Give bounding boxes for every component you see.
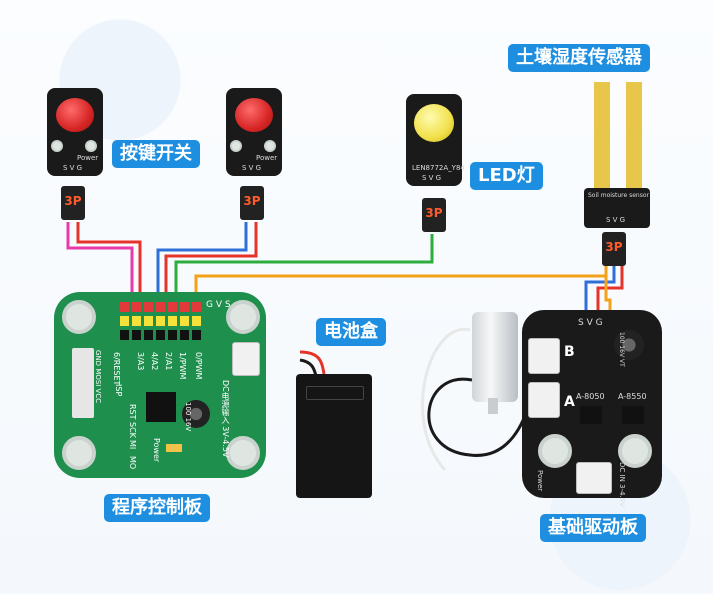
header-gvs: G V S [206,300,231,310]
wire-btn2-power [164,222,258,304]
isp-mo: MO [128,456,137,470]
mount-hole [62,300,96,334]
soil-sensor-text: Soil moisture sensor [588,192,650,199]
mount-hole [618,434,652,468]
pin-header [120,302,206,346]
pin-label: S V G [242,164,262,172]
drive-power-label: Power [536,470,544,492]
mount-hole [226,436,260,470]
dc-input-connector [232,342,260,376]
channel-b-connector [528,338,560,374]
wire-soil-blue [584,266,616,314]
isp-pads [72,348,94,418]
connector-3p-label: 3P [243,194,261,208]
wire-btn2-signal [156,222,248,304]
pin-label: S V G [606,216,626,224]
motor [472,312,518,402]
connector-3p-soil: 3P [602,232,626,266]
soil-sensor-module: Soil moisture sensor S V G [584,188,650,228]
button-module-2: Power S V G [226,88,282,176]
soil-probe-left [594,82,610,192]
red-button-2[interactable] [235,98,273,132]
pin-label-0pwm: 0/PWM [194,352,203,380]
drive-dc-connector [576,462,612,494]
wire-motor-white [421,327,471,472]
pin-label: S V G [422,174,442,182]
isp-label: ISP [114,384,123,397]
power-label: Power [152,438,161,463]
wire-soil-orange [194,266,608,304]
isp-rst: RST [128,404,137,420]
button-module-1: Power S V G [47,88,103,176]
pin-label-a2: 4/A2 [150,352,159,371]
wire-battery-red [299,350,326,375]
wire-motor-loop [427,377,532,457]
transistor-8550: A-8550 [618,392,647,401]
connector-3p-label: 3P [425,206,443,220]
mount-hole [230,140,242,152]
label-battery-box: 电池盒 [316,318,386,346]
wire-led-signal [174,234,434,304]
mount-hole [538,434,572,468]
connector-3p-label: 3P [64,194,82,208]
label-drive-board: 基础驱动板 [540,514,646,542]
drive-capacitor-label: 100 16V VT [618,332,625,367]
soil-probe-right [626,82,642,192]
mount-hole [226,300,260,334]
connector-3p-btn2: 3P [240,186,264,220]
drive-board: S V G 100 16V VT B A A-8050 A-8550 Power… [522,310,662,507]
drive-chip-2 [622,406,644,424]
label-led-light: LED灯 [470,162,543,190]
channel-a-connector [528,382,560,418]
isp-mi: MI [128,440,137,450]
wire-soil-red [596,266,624,314]
pin-label-a1: 2/A1 [164,352,173,371]
mcu-chip [146,392,176,422]
connector-3p-btn1: 3P [61,186,85,220]
led-model: LEN8772A_Y84 [412,164,465,172]
program-control-board: G V S 6/RESET 3/A3 4/A2 2/A1 1/PWM 0/PWM… [54,292,266,478]
yellow-led [414,104,454,142]
drive-chip-1 [580,406,602,424]
pin-label-1pwm: 1/PWM [178,352,187,380]
label-button-switch: 按键开关 [112,140,200,168]
pin-label-reset: 6/RESET [112,352,121,386]
battery-box [296,374,372,498]
power-label: Power [256,154,278,162]
pin-label: S V G [63,164,83,172]
channel-a-label: A [564,394,575,410]
channel-b-label: B [564,344,575,360]
red-button-1[interactable] [56,98,94,132]
label-soil-sensor: 土壤湿度传感器 [508,44,650,72]
capacitor [182,400,210,428]
pin-label-a3: 3/A3 [136,352,145,371]
wire-btn1-signal [66,222,134,304]
dc-input-label: DC电源输入 3V-4.5V [221,380,230,458]
connector-3p-led: 3P [422,198,446,232]
label-program-board: 程序控制板 [104,494,210,522]
isp-sck: SCK [128,422,137,438]
transistor-8050: A-8050 [576,392,605,401]
connector-3p-label: 3P [605,240,623,254]
mount-hole [51,140,63,152]
drive-dc-label: DC IN 3-4.5V [618,462,626,507]
mount-hole [62,436,96,470]
side-text: GND MOSI VCC [94,350,102,404]
battery-slot [306,386,364,400]
led-module: LEN8772A_Y84 S V G [406,94,465,186]
power-label: Power [77,154,99,162]
mount-hole [85,140,97,152]
drive-pin-label: S V G [578,318,603,328]
mount-hole [264,140,276,152]
capacitor-label: 100 16V [184,402,192,432]
motor-shaft [488,398,498,414]
power-led [166,444,182,452]
drive-capacitor [614,330,644,360]
wire-soil-orange2 [604,276,612,314]
wire-btn1-power [76,222,142,304]
